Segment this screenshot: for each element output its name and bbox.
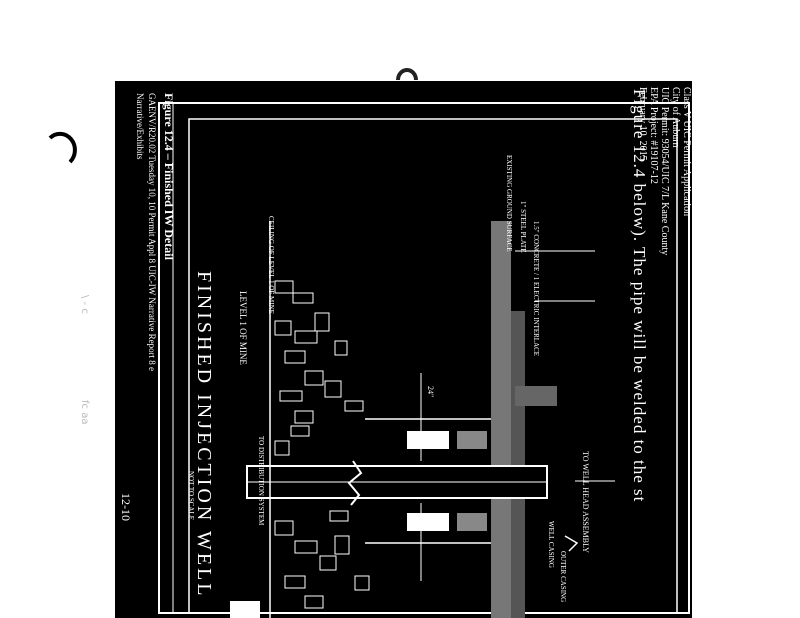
page-number: 12-10 <box>119 493 133 521</box>
dimension-label: 24" <box>426 386 435 398</box>
label-distribution: TO DISTRIBUTION SYSTEM <box>257 436 265 526</box>
rotated-document-page: Class V UIC Permit Application City of A… <box>115 81 692 618</box>
steel-plate-layer <box>511 311 525 618</box>
margin-mark: \ - c <box>79 295 90 314</box>
dimension-label: 24" <box>426 431 435 443</box>
header-line: EPA Project: #19107-12 <box>648 87 659 184</box>
drawing-border <box>188 118 678 614</box>
margin-mark: fc aa <box>79 400 90 425</box>
drawing-subtitle: NOT TO SCALE <box>187 471 195 521</box>
header-line: City of Auburn <box>670 87 681 148</box>
footer-text: Narrative/Exhibits <box>135 93 145 160</box>
header-line: Class V UIC Permit Application <box>681 87 692 217</box>
footer-text: GAENV/R20.02 Tuesday 10, 10 Permit Appl … <box>147 93 157 372</box>
label-existing-ground: EXISTING GROUND SURFACE <box>505 155 513 252</box>
header-line: UIC Permit: 93054/UIC 7/L Kane County <box>659 87 670 256</box>
casing-block <box>407 513 449 531</box>
mine-rock-hatching <box>274 280 370 609</box>
white-patch <box>230 601 260 618</box>
punch-hole-top <box>396 68 418 81</box>
well-detail-drawing <box>158 102 690 618</box>
label-wellhead: TO WELL HEAD ASSEMBLY <box>581 451 590 553</box>
grout-block <box>457 513 487 531</box>
figure-caption: Figure 12.4 – Finished IW Detail <box>162 93 176 260</box>
drawing-title: FINISHED INJECTION WELL <box>193 271 215 599</box>
grout-block <box>457 431 487 449</box>
wellhead-base <box>515 386 557 406</box>
label-well-casing: WELL CASING <box>547 521 555 568</box>
punch-hole-left <box>48 131 77 164</box>
label-outer-casing: OUTER CASING <box>559 551 567 603</box>
concrete-layer <box>491 221 511 618</box>
casing-block <box>407 431 449 449</box>
break-symbol <box>347 460 363 506</box>
body-text-line: Figure 12.4 below). The pipe will be wel… <box>630 89 649 503</box>
leader-arrow <box>564 535 579 552</box>
label-concrete: 1.5" CONCRETE / 1 ELECTRIC INTERLACE <box>532 221 540 357</box>
label-ceiling: CEILING OF LEVEL 1 OF MINE <box>267 216 275 314</box>
label-level: LEVEL 1 OF MINE <box>238 291 248 365</box>
label-steel-plate: 1" STEEL PLATE <box>519 201 527 253</box>
